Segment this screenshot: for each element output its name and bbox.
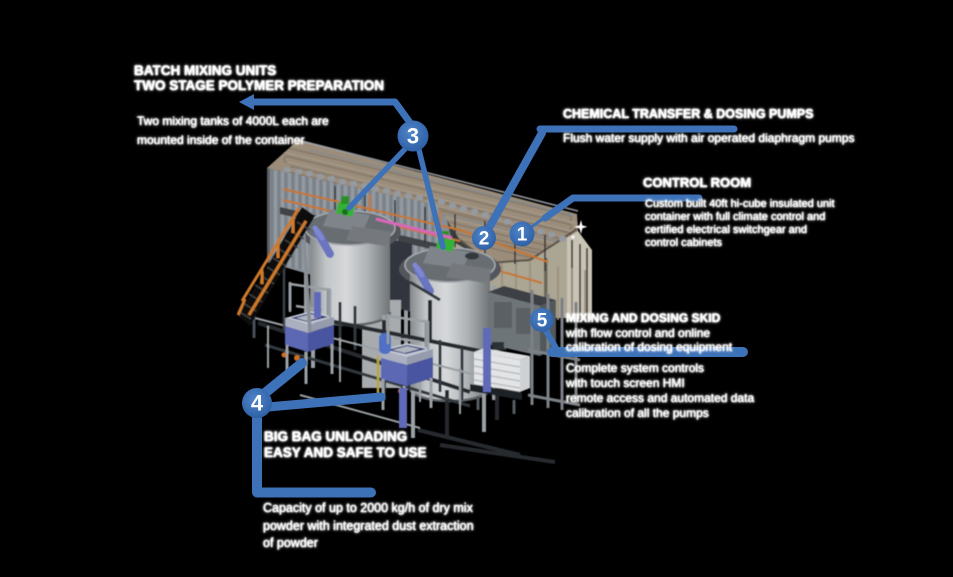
svg-text:5: 5 bbox=[537, 311, 548, 332]
svg-text:1: 1 bbox=[517, 225, 528, 246]
svg-text:4: 4 bbox=[251, 391, 264, 416]
svg-text:3: 3 bbox=[407, 124, 419, 149]
svg-text:2: 2 bbox=[479, 229, 490, 250]
